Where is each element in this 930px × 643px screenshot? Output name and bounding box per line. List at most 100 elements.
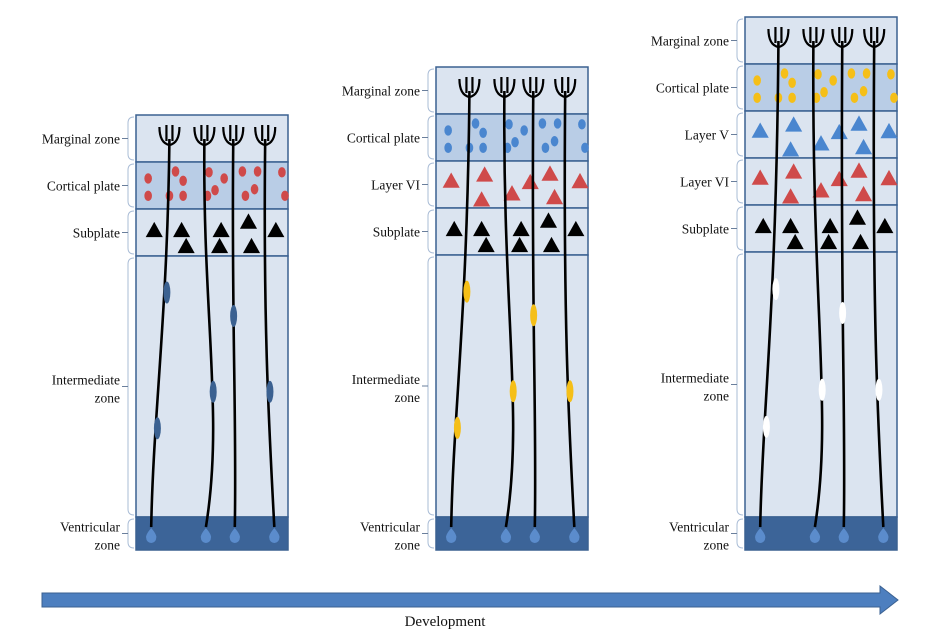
progenitor-cell xyxy=(569,528,580,543)
progenitor-cell xyxy=(200,528,212,543)
neuron-layer-v xyxy=(785,116,803,132)
neuron-layer-vi xyxy=(785,163,803,179)
cortical-plate-cell xyxy=(753,75,761,86)
cortical-plate-cell xyxy=(541,142,550,154)
radial-glial-fiber xyxy=(202,138,215,528)
progenitor-cell xyxy=(146,528,157,543)
zone-bracket xyxy=(736,65,744,110)
neuron-subplate xyxy=(239,213,258,229)
cortical-plate-cell xyxy=(511,137,519,148)
cortical-plate-cell xyxy=(444,142,452,154)
neuron-subplate xyxy=(848,209,867,225)
cortical-plate-cell xyxy=(887,69,895,80)
neuron-layer-vi xyxy=(442,172,460,188)
zone-label: Cortical plate xyxy=(47,179,120,194)
dendrite-branch xyxy=(831,27,854,49)
progenitor-cell xyxy=(446,528,457,543)
neuron-layer-v xyxy=(880,122,898,139)
neuron-layer-vi xyxy=(503,185,521,201)
cortical-plate-cell xyxy=(578,119,586,130)
migrating-neuron xyxy=(163,281,171,304)
zone-ventricular-zone xyxy=(435,516,589,551)
zone-bracket xyxy=(127,210,135,255)
zone-label: Cortical plate xyxy=(656,81,729,96)
dendrite-branch xyxy=(554,77,577,99)
zone-label: zone xyxy=(95,391,120,406)
zone-label: Intermediate xyxy=(352,372,420,387)
zone-label: zone xyxy=(95,538,120,553)
neuron-subplate xyxy=(782,217,800,234)
neuron-subplate xyxy=(473,220,491,237)
neuron-subplate xyxy=(851,233,870,250)
zone-bracket xyxy=(736,159,744,204)
zone-label: Cortical plate xyxy=(347,131,420,146)
neuron-subplate xyxy=(445,220,463,237)
dendrite-branch xyxy=(158,125,181,147)
development-arrow xyxy=(41,584,899,616)
neuron-layer-vi xyxy=(782,188,800,204)
zone-ventricular-zone xyxy=(744,516,898,551)
cortical-plate-cell xyxy=(753,92,761,104)
cortical-plate-cell xyxy=(281,190,289,202)
zone-subplate xyxy=(135,208,289,257)
neuron-subplate xyxy=(267,221,285,238)
cortical-plate-cell xyxy=(814,69,822,80)
radial-glial-fiber xyxy=(872,40,885,528)
neuron-layer-vi xyxy=(476,166,494,182)
progenitor-cell xyxy=(878,528,889,543)
dendrite-branch xyxy=(458,77,481,99)
cortical-plate-cell xyxy=(479,142,487,154)
progenitor-cell xyxy=(755,528,766,543)
neuron-subplate xyxy=(242,237,261,254)
neuron-layer-vi xyxy=(521,173,539,190)
neuron-layer-v xyxy=(850,115,868,131)
cortical-plate-cell xyxy=(820,87,828,98)
neuron-subplate xyxy=(539,212,558,228)
neuron-layer-vi xyxy=(473,191,491,207)
zone-bracket xyxy=(427,162,435,207)
dendrite-branch xyxy=(254,125,277,147)
zone-label: Ventricular xyxy=(60,520,120,535)
cortical-plate-cell xyxy=(241,190,250,202)
cortical-plate-cell xyxy=(144,190,152,202)
neuron-layer-vi xyxy=(812,182,830,198)
cortical-plate-cell xyxy=(250,184,259,195)
cortical-plate-cell xyxy=(520,125,528,136)
neuron-subplate xyxy=(512,220,530,237)
cortical-plate-cell xyxy=(862,68,871,79)
dendrite-branch xyxy=(767,27,790,49)
zone-label: Ventricular xyxy=(360,520,420,535)
zone-bracket xyxy=(127,163,135,208)
radial-glial-fiber xyxy=(149,138,171,528)
zone-bracket xyxy=(736,112,744,157)
neuron-layer-vi xyxy=(830,170,848,187)
cortical-plate-cell xyxy=(238,166,247,177)
cortical-plate-cell xyxy=(850,92,859,104)
neuron-layer-v xyxy=(751,122,769,138)
zone-label: Layer V xyxy=(685,128,730,143)
migrating-neuron xyxy=(762,415,770,438)
neuron-layer-vi xyxy=(571,172,589,189)
dendrite-branch xyxy=(863,27,886,49)
neuron-layer-vi xyxy=(880,169,898,186)
migrating-neuron xyxy=(153,417,161,440)
dendrite-branch xyxy=(522,77,545,99)
cortical-plate-cell xyxy=(780,68,789,79)
cortical-plate-cell xyxy=(505,119,513,130)
radial-glial-fiber xyxy=(502,90,515,528)
zone-label: zone xyxy=(704,389,729,404)
neuron-subplate xyxy=(173,221,191,238)
radial-glial-fiber xyxy=(263,138,276,528)
progenitor-cell xyxy=(529,528,540,543)
zone-bracket xyxy=(427,256,435,516)
migrating-neuron xyxy=(818,378,826,401)
cortical-plate-cell xyxy=(144,173,152,184)
zone-label: Subplate xyxy=(373,225,420,240)
migrating-neuron xyxy=(566,380,574,403)
zone-bracket xyxy=(427,209,435,254)
migrating-neuron xyxy=(839,301,847,324)
cortical-plate-cell xyxy=(179,190,187,202)
